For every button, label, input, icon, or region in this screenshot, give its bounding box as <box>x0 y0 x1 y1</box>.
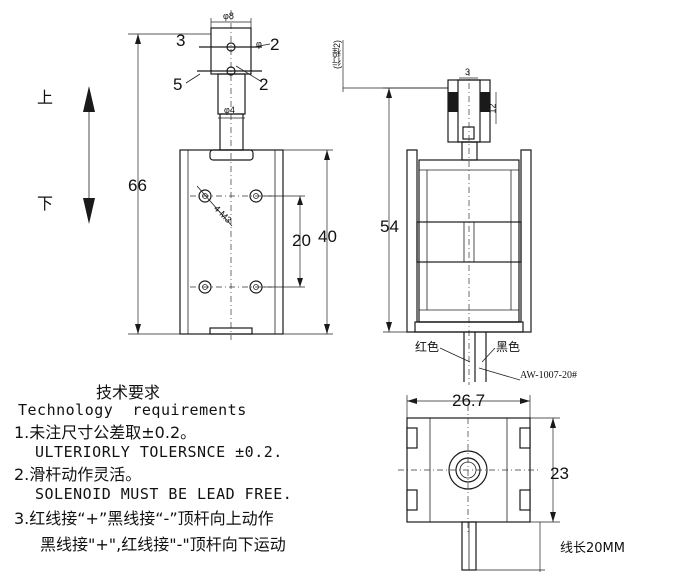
dim-top-width: 3 <box>465 67 471 77</box>
direction-up-label: 上 <box>37 88 54 107</box>
stroke-label: (行程2) <box>332 40 342 69</box>
front-view <box>128 10 333 340</box>
dim-pin-callout-5: 5 <box>173 75 183 94</box>
dim-pin-offset: 3 <box>176 31 186 50</box>
dim-bottom-width: 26.7 <box>452 391 486 410</box>
dim-total-height: 66 <box>128 176 147 195</box>
dim-shaft-top-dia: φ8 <box>223 11 234 21</box>
dim-shaft-dia: φ4 <box>224 105 235 115</box>
dim-pin-dia-value: 2 <box>270 35 280 54</box>
requirement-3-cn-line2: 黑线接"+",红线接"-"顶杆向下运动 <box>40 535 286 554</box>
wire-spec-label: AW-1007-20# <box>520 370 577 381</box>
requirement-2-en: SOLENOID MUST BE LEAD FREE. <box>35 485 293 503</box>
requirement-1-cn: 1.未注尺寸公差取±0.2。 <box>14 423 197 442</box>
requirement-3-cn: 3.红线接“+”黑线接“-”顶杆向上动作 <box>14 509 274 528</box>
dim-hole-spacing: 20 <box>292 231 311 250</box>
requirements-title-cn: 技术要求 <box>96 383 161 402</box>
wire-black-label: 黑色 <box>496 340 521 354</box>
bottom-view <box>398 395 560 572</box>
dim-bottom-height: 23 <box>550 464 569 483</box>
requirement-2-cn: 2.滑杆动作灵活。 <box>14 465 142 484</box>
side-view <box>342 40 532 385</box>
wire-length-label: 线长20MM <box>560 541 625 556</box>
dim-top-height: 12 <box>487 103 498 114</box>
dim-pin-dia: φ <box>256 39 262 49</box>
direction-arrow <box>83 86 95 224</box>
dim-side-height: 54 <box>380 217 399 236</box>
dim-pin-callout: 2 <box>259 75 269 94</box>
requirements-title-en: Technology requirements <box>18 401 247 419</box>
requirement-1-en: ULTERIORLY TOLERSNCE ±0.2. <box>35 443 283 461</box>
direction-down-label: 下 <box>37 194 54 213</box>
dim-body-height: 40 <box>318 227 337 246</box>
wire-red-label: 红色 <box>415 340 440 354</box>
